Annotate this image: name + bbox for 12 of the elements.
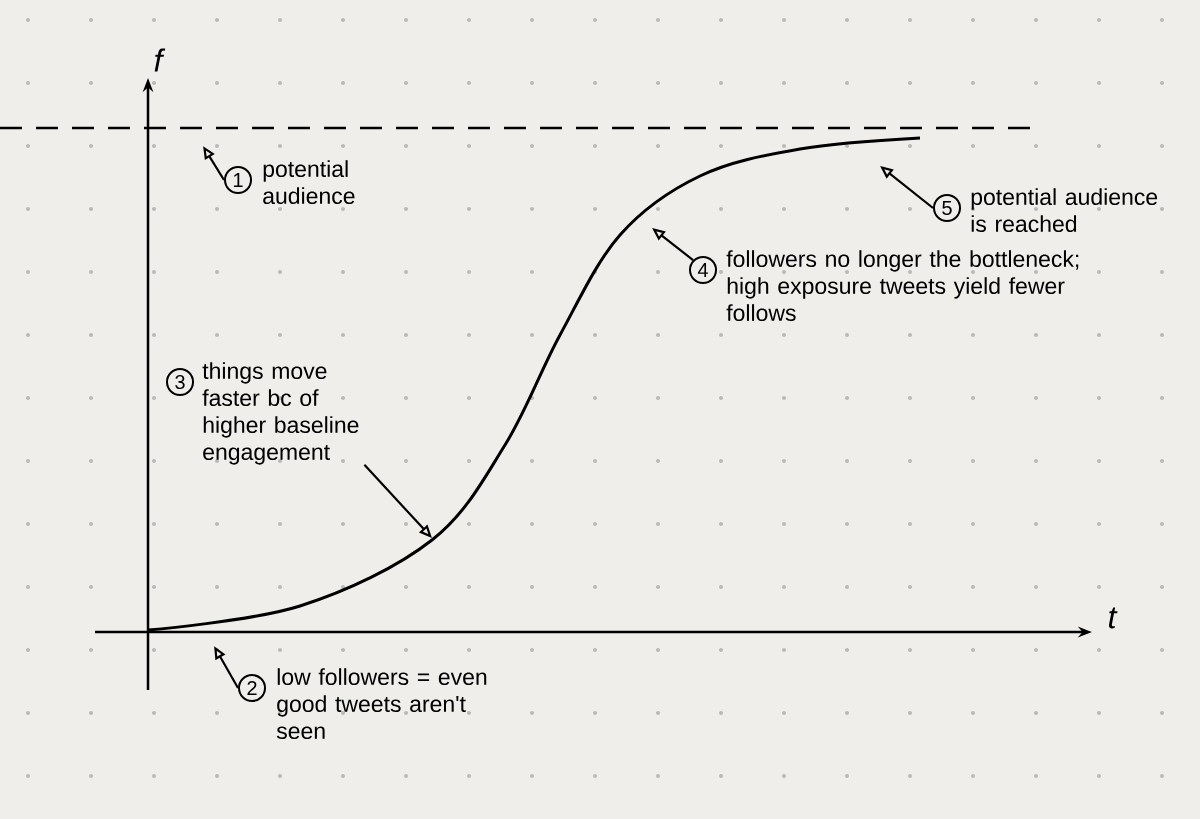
annotation-text: followers no longer the bottleneck; high exposure tweets yield fewer follows <box>726 250 1079 322</box>
annotation-text: potential audience <box>263 160 355 205</box>
callout-number: 2 <box>238 674 266 702</box>
callout-number: 4 <box>689 256 717 284</box>
callout-number: 1 <box>224 166 252 194</box>
annotation-text: potential audience is reached <box>971 188 1158 233</box>
axis-label: t <box>1109 607 1118 629</box>
axis-label: f <box>154 48 166 72</box>
callout-number: 5 <box>933 194 961 222</box>
annotation-text: things move faster bc of higher baseline engagement <box>202 362 359 465</box>
annotation-text: low followers = even good tweets aren't seen <box>276 668 487 740</box>
callout-number: 3 <box>166 368 194 396</box>
